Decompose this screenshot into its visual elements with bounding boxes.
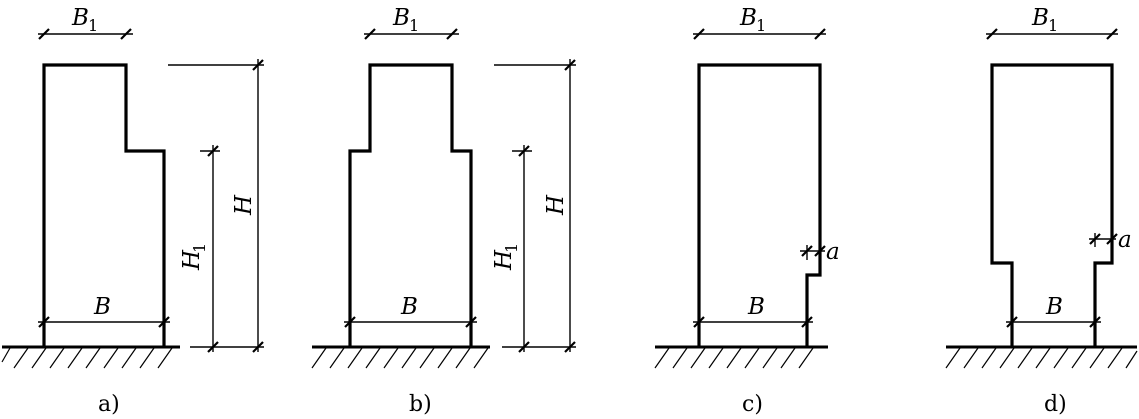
panel-b: B 1 B H 1 H: [311, 5, 576, 417]
dimension-b: B: [693, 294, 813, 328]
label-b1: B: [392, 5, 410, 31]
label-b1-subscript: 1: [1048, 16, 1058, 35]
label-b1-subscript: 1: [409, 16, 419, 35]
label-h1-subscript: 1: [502, 243, 521, 253]
dimension-b: B: [1006, 294, 1101, 328]
dimension-b: B: [344, 294, 477, 328]
label-b1: B: [1031, 5, 1049, 31]
dimension-h1: H 1: [491, 145, 532, 353]
wall-outline: [42, 63, 166, 347]
dimension-b1: B 1: [38, 5, 133, 40]
caption-a: a): [98, 392, 120, 417]
label-b: B: [93, 294, 111, 320]
dimension-b: B: [38, 294, 170, 328]
caption-c: c): [742, 392, 763, 417]
wall-outline: [697, 63, 822, 347]
ground-hatch: [654, 347, 814, 369]
caption-b: b): [409, 392, 432, 417]
ground-hatch: [1, 347, 173, 369]
label-h: H: [543, 194, 569, 216]
dimension-a: a: [800, 239, 840, 265]
label-b: B: [400, 294, 418, 320]
dimension-b1: B 1: [693, 5, 826, 40]
label-h1: H: [491, 249, 517, 271]
panel-a: B 1 B H 1: [1, 5, 264, 417]
wall-outline: [348, 63, 473, 347]
wall-outline: [990, 63, 1114, 347]
dimension-h: H: [494, 59, 576, 353]
ground-hatch: [311, 347, 489, 369]
label-b1: B: [739, 5, 757, 31]
dimension-a: a: [1089, 227, 1132, 253]
label-b1-subscript: 1: [88, 16, 98, 35]
panel-c: B 1 B a c): [654, 5, 840, 417]
label-b1-subscript: 1: [756, 16, 766, 35]
caption-d: d): [1044, 392, 1067, 417]
label-h1: H: [179, 249, 205, 271]
label-a: a: [826, 239, 840, 265]
dimension-h1: H 1: [179, 145, 220, 353]
label-a: a: [1118, 227, 1132, 253]
dimension-h: H: [168, 59, 264, 353]
label-b: B: [1045, 294, 1063, 320]
label-b1: B: [71, 5, 89, 31]
dimension-b1: B 1: [364, 5, 459, 40]
dimension-b1: B 1: [986, 5, 1118, 40]
ground-hatch: [945, 347, 1138, 369]
panel-d: B 1 B a d): [945, 5, 1138, 417]
label-b: B: [747, 294, 765, 320]
label-h1-subscript: 1: [190, 243, 209, 253]
label-h: H: [231, 194, 257, 216]
